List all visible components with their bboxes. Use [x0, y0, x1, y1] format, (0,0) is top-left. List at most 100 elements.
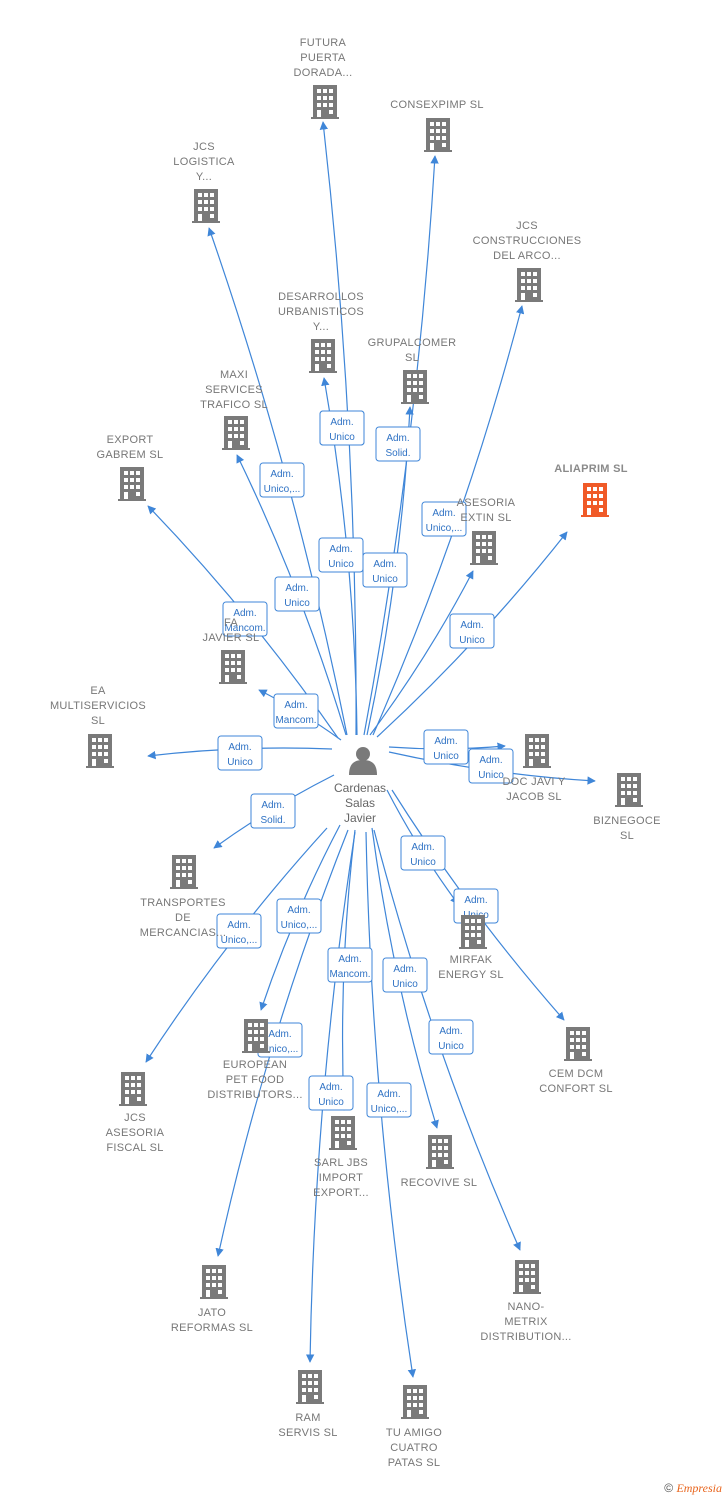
company-name-line: SL [620, 830, 634, 842]
company-node-aliaprim[interactable]: ALIAPRIM SL [554, 463, 628, 517]
company-node-sarl[interactable]: SARL JBSIMPORTEXPORT... [313, 1116, 369, 1199]
edge-label-box [276, 898, 322, 934]
building-icon [426, 1135, 454, 1169]
company-name-line: METRIX [504, 1316, 548, 1328]
edge-label-text: Unico,... [262, 1044, 299, 1055]
edge-label-grupalcomer[interactable]: Adm.Solid. [375, 426, 421, 462]
edge-label-european[interactable]: Adm.Unico,... [276, 898, 322, 934]
edge-label-box [375, 426, 421, 462]
edge-label-biznegoce[interactable]: Adm.Unico [468, 748, 514, 784]
edge-label-jcs-asesoria[interactable]: Adm.Unico,... [216, 913, 262, 949]
company-node-biznegoce[interactable]: BIZNEGOCE SL [593, 773, 661, 842]
edge-label-text: Adm. [377, 1089, 400, 1100]
edge-label-text: Adm. [330, 417, 353, 428]
person-name-line-1: Cardenas [334, 781, 386, 795]
company-name-line: NANO- [508, 1301, 545, 1313]
company-node-transportes[interactable]: TRANSPORTESDEMERCANCIAS... [140, 855, 226, 939]
edge-label-fa-javier[interactable]: Adm.Mancom. [273, 693, 319, 729]
company-name-line: CONFORT SL [539, 1083, 613, 1095]
company-name-line: MAXI [220, 369, 248, 381]
edge-label-text: Adm. [411, 842, 434, 853]
edge-label-text: Adm. [439, 1026, 462, 1037]
building-icon [329, 1116, 357, 1150]
company-node-consexpimp[interactable]: CONSEXPIMP SL [390, 99, 484, 152]
edge-label-text: Unico,... [221, 935, 258, 946]
company-name-line: CONSTRUCCIONES [473, 235, 582, 247]
edge-label-text: Solid. [385, 448, 410, 459]
edge-label-mirfak[interactable]: Adm.Unico [400, 835, 446, 871]
building-icon [470, 531, 498, 565]
edge-label-asesoria[interactable]: Adm.Unico [362, 552, 408, 588]
company-name-line: DISTRIBUTORS... [207, 1089, 302, 1101]
edge-label-desarrollos[interactable]: Adm.Unico [319, 410, 365, 446]
company-node-recovive[interactable]: RECOVIVE SL [401, 1135, 478, 1189]
building-icon [581, 483, 609, 517]
edge-label-consexpimp[interactable]: Adm.Unico [318, 537, 364, 573]
company-name-line: CUATRO [390, 1442, 438, 1454]
edge-label-doc-javi[interactable]: Adm.Unico [423, 729, 469, 765]
edge-label-box [428, 1019, 474, 1055]
edge-label-sarl[interactable]: Adm.Mancom. [327, 947, 373, 983]
company-name-line: Y... [313, 321, 329, 333]
edge-label-export-gabrem[interactable]: Adm.Mancom. [222, 601, 268, 637]
edge-label-box [449, 613, 495, 649]
edge-label-text: Adm. [228, 742, 251, 753]
edge-label-text: Unico [227, 757, 253, 768]
building-icon [513, 1260, 541, 1294]
company-name-line: MERCANCIAS... [140, 927, 226, 939]
company-name-line: GRUPALCOMER [368, 337, 457, 349]
company-name-line: EXPORT [107, 434, 154, 446]
brand-logo[interactable]: Empresia [676, 1481, 722, 1495]
edge-label-box [274, 576, 320, 612]
edge-label-jcs-logistica[interactable]: Adm.Unico [274, 576, 320, 612]
company-name-line: DESARROLLOS [278, 291, 364, 303]
edge-label-aliaprim[interactable]: Adm.Unico [449, 613, 495, 649]
company-node-jcs-logistica[interactable]: JCSLOGISTICAY... [173, 141, 235, 223]
building-icon [615, 773, 643, 807]
edge-label-jcs-construcciones[interactable]: Adm.Unico,... [421, 501, 467, 537]
building-icon [200, 1265, 228, 1299]
center-person[interactable]: Cardenas Salas Javier [334, 747, 386, 825]
company-name-line: LOGISTICA [173, 156, 235, 168]
building-icon [401, 370, 429, 404]
edge-label-box [250, 793, 296, 829]
edge-label-text: Adm. [460, 620, 483, 631]
company-name-line: FA [224, 617, 238, 629]
company-name-line: SERVIS SL [278, 1427, 337, 1439]
company-node-nanometrix[interactable]: NANO-METRIXDISTRIBUTION... [480, 1260, 571, 1343]
edge-label-tu-amigo[interactable]: Adm. Unico,... [366, 1082, 412, 1118]
company-name-line: JACOB SL [506, 791, 562, 803]
building-icon [119, 1072, 147, 1106]
edge-label-ram[interactable]: Adm.Unico [308, 1075, 354, 1111]
edge-label-nanometrix[interactable]: Adm.Unico [428, 1019, 474, 1055]
edge-label-maxi[interactable]: Adm.Unico,... [259, 462, 305, 498]
building-icon [192, 189, 220, 223]
edge-label-text: Unico,... [281, 920, 318, 931]
edge-label-text: Unico,... [371, 1104, 408, 1115]
edge-label-recovive[interactable]: Adm.Unico [382, 957, 428, 993]
company-node-desarrollos[interactable]: DESARROLLOSURBANISTICOSY... [278, 291, 364, 373]
building-icon [118, 467, 146, 501]
company-name-line: BIZNEGOCE [593, 815, 661, 827]
edge-label-text: Unico [392, 979, 418, 990]
company-name-line: DORADA... [294, 67, 353, 79]
edge-label-ea[interactable]: Adm. Unico [217, 735, 263, 771]
edge-label-transportes[interactable]: Adm.Solid. [250, 793, 296, 829]
company-node-futura[interactable]: FUTURAPUERTADORADA... [294, 37, 353, 119]
building-icon [515, 268, 543, 302]
